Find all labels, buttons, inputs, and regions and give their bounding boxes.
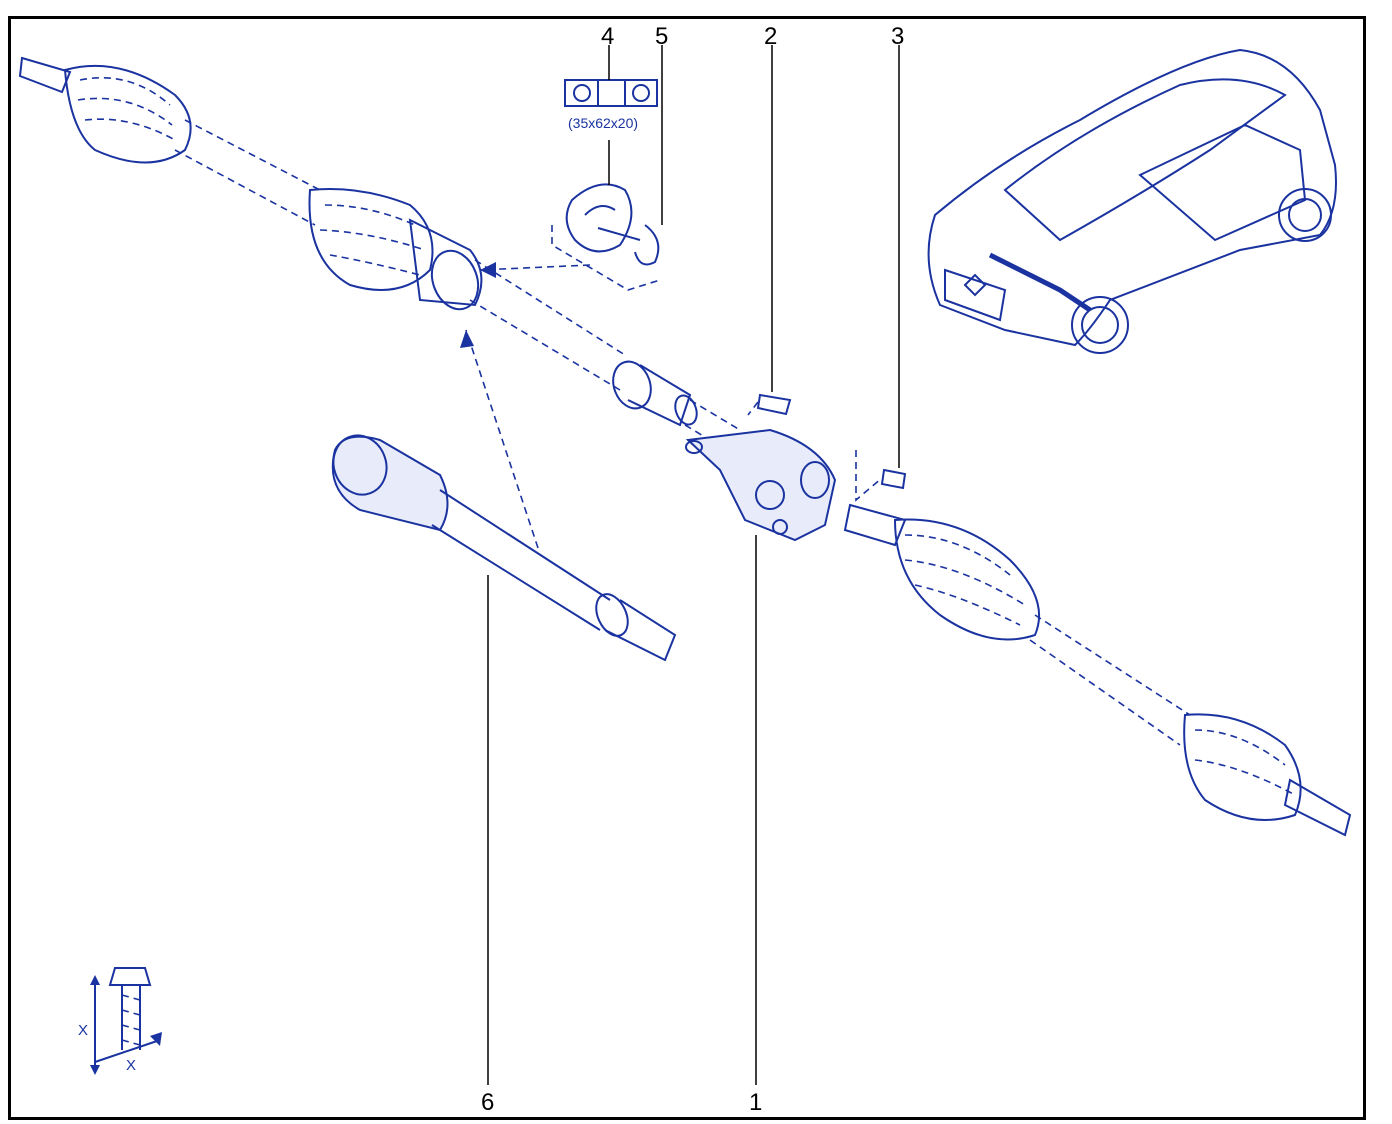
car-windshield [1003, 78, 1287, 242]
callout-6: 6 [481, 1089, 494, 1116]
bearing-dimension-label: (35x62x20) [568, 115, 638, 131]
car-side-windows [1138, 123, 1307, 242]
car-driveshaft-highlight [988, 252, 1092, 313]
bearing-kit [479, 79, 661, 291]
x-label-vertical: X [78, 1022, 88, 1039]
intermediate-shaft [331, 329, 677, 662]
left-cv-boot [63, 64, 192, 164]
callout-2: 2 [764, 23, 777, 50]
right-inner-boot [893, 518, 1041, 641]
bearing-symbol [564, 79, 658, 107]
bolt-2 [747, 393, 792, 416]
inner-cv-boot [308, 188, 434, 291]
car-illustration [927, 48, 1337, 354]
callout-3: 3 [891, 23, 904, 50]
joint-housing [408, 218, 483, 307]
diagram-frame [8, 16, 1366, 1120]
bolt-3 [855, 450, 907, 502]
x-label-horizontal: X [126, 1057, 136, 1074]
left-stub-spline [18, 56, 72, 94]
callout-5: 5 [655, 23, 668, 50]
bearing-bracket [685, 428, 837, 542]
shaft-arrow-line [465, 329, 539, 549]
circlip-icon [634, 224, 660, 266]
callout-1: 1 [749, 1089, 762, 1116]
callout-4: 4 [601, 23, 614, 50]
bolt-tightening-symbol: X X [78, 967, 162, 1075]
right-outer-boot [1183, 713, 1302, 821]
car-rear-wheel [1278, 188, 1332, 242]
right-stub-spline [843, 503, 907, 547]
car-grille [944, 268, 1007, 322]
bearing-arrow-line [479, 264, 591, 271]
right-stub-end [1283, 778, 1352, 837]
drive-shaft-right [843, 503, 1352, 837]
right-shaft-dashed [1029, 614, 1191, 746]
left-shaft-dashed [174, 119, 321, 226]
bearing-icon [565, 183, 633, 253]
drive-shaft-left [18, 56, 626, 391]
center-shaft-dashed [469, 259, 626, 391]
car-front-wheel [1071, 296, 1129, 354]
